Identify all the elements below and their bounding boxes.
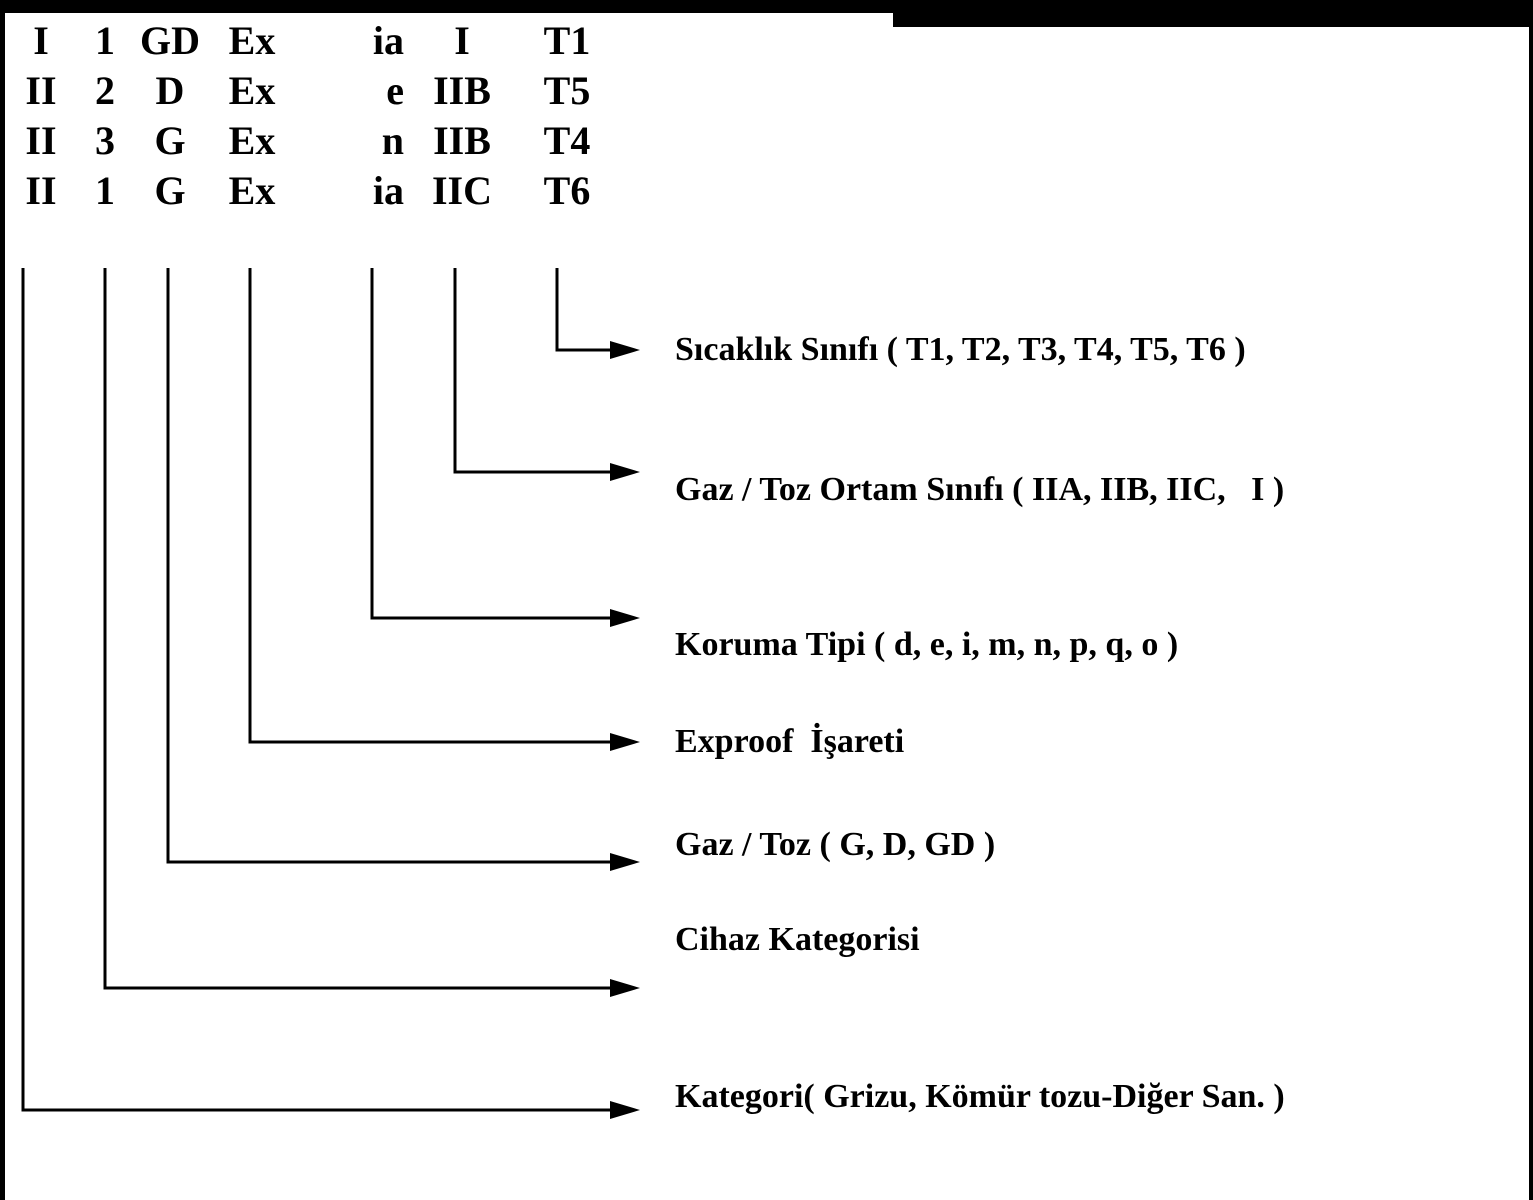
code-cell: II xyxy=(25,168,57,213)
connector-category xyxy=(21,268,612,1112)
label-gas-dust: Gaz / Toz ( G, D, GD ) xyxy=(675,826,996,863)
code-cell: 1 xyxy=(95,18,115,63)
arrowhead-protection-type xyxy=(610,609,640,627)
code-cell: Ex xyxy=(228,118,276,163)
label-temperature-class: Sıcaklık Sınıfı ( T1, T2, T3, T4, T5, T6… xyxy=(675,331,1246,368)
scan-top-right-border xyxy=(893,0,1533,27)
code-cell: I xyxy=(454,18,470,63)
arrowhead-gas-group xyxy=(610,463,640,481)
code-cell: II xyxy=(25,68,57,113)
code-cell: II xyxy=(25,118,57,163)
label-device-category: Cihaz Kategorisi xyxy=(675,921,920,958)
code-cell: IIB xyxy=(433,68,491,113)
arrowhead-device-category xyxy=(610,979,640,997)
code-cell: ia xyxy=(372,18,404,63)
arrowhead-ex-mark xyxy=(610,733,640,751)
code-cell: G xyxy=(154,118,186,163)
code-cell: Ex xyxy=(228,168,276,213)
code-cell: G xyxy=(154,168,186,213)
label-ex-mark: Exproof İşareti xyxy=(675,723,905,760)
code-cell: ia xyxy=(372,168,404,213)
connector-temperature-class xyxy=(555,268,612,352)
label-gas-group: Gaz / Toz Ortam Sınıfı ( IIA, IIB, IIC, … xyxy=(675,471,1285,508)
code-cell: Ex xyxy=(228,18,276,63)
connector-device-category xyxy=(103,268,612,990)
arrowhead-temperature-class xyxy=(610,341,640,359)
connector-protection-type xyxy=(370,268,612,620)
code-cell: IIB xyxy=(433,118,491,163)
code-cell: Ex xyxy=(228,68,276,113)
connector-gas-dust xyxy=(166,268,612,864)
arrowhead-category xyxy=(610,1101,640,1119)
arrowhead-gas-dust xyxy=(610,853,640,871)
code-cell: 1 xyxy=(95,168,115,213)
code-cell: GD xyxy=(140,18,200,63)
label-protection-type: Koruma Tipi ( d, e, i, m, n, p, q, o ) xyxy=(675,626,1179,663)
code-cell: e xyxy=(386,68,404,113)
scan-right-border xyxy=(1529,0,1533,1200)
code-table: I 1 GD Ex ia I T1 II 2 D Ex e IIB T5 II … xyxy=(10,16,622,216)
code-cell: I xyxy=(33,18,49,63)
connector-gas-group xyxy=(453,268,612,474)
connector-ex-mark xyxy=(248,268,612,744)
label-category: Kategori( Grizu, Kömür tozu-Diğer San. ) xyxy=(675,1078,1285,1115)
code-cell: T4 xyxy=(543,118,591,163)
code-cell: 3 xyxy=(95,118,115,163)
code-cell: T6 xyxy=(543,168,591,213)
code-cell: D xyxy=(155,68,185,113)
scan-left-border xyxy=(0,0,5,1200)
code-cell: T1 xyxy=(543,18,591,63)
code-cell: T5 xyxy=(543,68,591,113)
code-cell: IIC xyxy=(431,168,493,213)
code-cell: 2 xyxy=(95,68,115,113)
code-cell: n xyxy=(381,118,404,163)
